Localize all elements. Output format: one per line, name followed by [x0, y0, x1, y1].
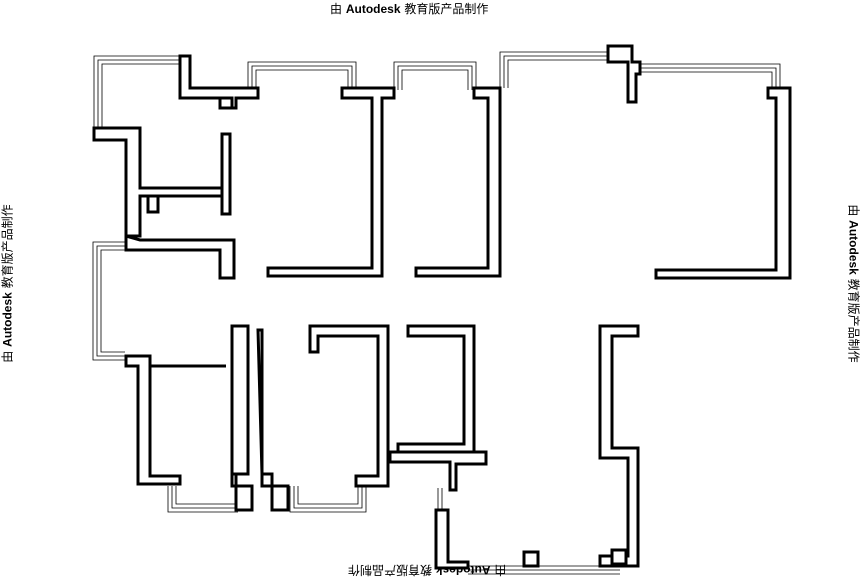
wall-right-room — [654, 86, 792, 280]
wall-kitchen-stub-2 — [146, 194, 160, 214]
window-top-2 — [393, 61, 477, 90]
wall-lower-4 — [396, 324, 476, 454]
walls — [92, 44, 792, 570]
door-jamb — [437, 488, 443, 512]
wall-bottom-right-stub — [610, 548, 628, 566]
wall-kitchen-stub — [220, 132, 232, 216]
wall-left-mid — [124, 234, 236, 280]
wall-room-1 — [266, 86, 396, 278]
window-bottom-2 — [289, 486, 367, 513]
window-frames — [92, 51, 781, 575]
window-bottom-1 — [167, 486, 238, 513]
wall-top-left — [178, 54, 260, 110]
wall-left-upper — [92, 126, 230, 238]
watermark-prefix: 由 — [330, 2, 343, 16]
wall-top-left-2 — [218, 96, 234, 110]
wall-lower-5 — [388, 450, 488, 492]
watermark-suffix: 教育版产品制作 — [404, 2, 489, 16]
window-left-bay — [92, 241, 125, 361]
wall-left-lower — [124, 354, 182, 486]
wall-top-right-notch — [606, 44, 642, 104]
watermark-brand: Autodesk — [345, 2, 401, 16]
wall-lower-6 — [434, 508, 470, 570]
wall-right-lower — [598, 324, 640, 568]
wall-lower-2 — [256, 328, 290, 512]
wall-bottom-stub — [522, 550, 540, 568]
window-top-1 — [247, 61, 357, 90]
window-top-4 — [640, 63, 781, 90]
wall-room-2 — [414, 86, 502, 278]
wall-lower-3 — [308, 324, 390, 488]
window-top-3 — [499, 51, 608, 88]
wall-lower-1 — [230, 324, 254, 512]
window-top-left-bay — [93, 55, 180, 128]
watermark-top: 由 Autodesk 教育版产品制作 — [330, 0, 488, 17]
